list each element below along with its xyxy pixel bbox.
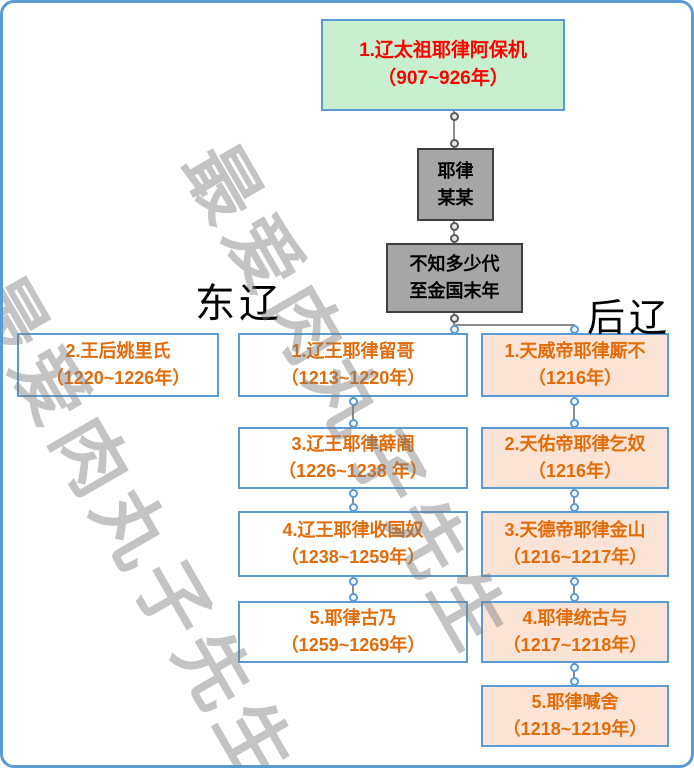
connector-node <box>570 489 579 498</box>
person-name: 某某 <box>437 187 474 208</box>
connector-node <box>349 489 358 498</box>
later-liao-box-5: 5.耶律喊舍 （1218~1219年） <box>481 685 669 747</box>
person-name: 5.耶律喊舍 <box>531 692 619 712</box>
person-name: 3.天德帝耶律金山 <box>504 520 646 540</box>
person-name: 4.耶律统古与 <box>522 608 628 628</box>
reign-years: （1259~1269年） <box>280 635 426 655</box>
person-name: 4.辽王耶律收国奴 <box>282 520 424 540</box>
connector-node <box>570 593 579 602</box>
connector-node <box>450 234 459 243</box>
person-name: 2.天佑帝耶律乞奴 <box>504 434 646 454</box>
person-name: 1.天威帝耶律厮不 <box>504 341 646 361</box>
reign-years: （1213~1220年） <box>280 368 426 388</box>
connector-line <box>453 111 455 148</box>
east-liao-label: 东辽 <box>195 281 283 326</box>
connector-line <box>453 313 455 333</box>
reign-years: （1238~1259年） <box>280 547 426 567</box>
reign-years: （1217~1218年） <box>502 635 648 655</box>
reign-years: （907~926年） <box>377 68 509 89</box>
connector-line <box>453 221 455 243</box>
connector-line <box>573 577 575 601</box>
east-liao-box-1: 1.辽王耶律留哥 （1213~1220年） <box>238 333 468 397</box>
connector-node <box>349 577 358 586</box>
later-liao-label: 后辽 <box>587 298 672 340</box>
connector-node <box>349 593 358 602</box>
note-text: 至金国末年 <box>409 281 500 301</box>
connector-line <box>573 397 575 427</box>
reign-years: （1220~1226年） <box>45 368 191 388</box>
person-name: 3.辽王耶律薛阇 <box>291 434 415 454</box>
connector-node <box>570 325 579 334</box>
reign-years: （1218~1219年） <box>502 719 648 739</box>
root-box-liao-taizu: 1.辽太祖耶律阿保机 （907~926年） <box>321 19 565 111</box>
connector-node <box>450 112 459 121</box>
connector-line <box>573 663 575 685</box>
connector-node <box>570 577 579 586</box>
connector-node <box>349 419 358 428</box>
connector-node <box>570 397 579 406</box>
person-name: 1.辽太祖耶律阿保机 <box>359 39 527 61</box>
connector-node <box>570 419 579 428</box>
person-name: 5.耶律古乃 <box>309 608 397 628</box>
person-name: 2.王后姚里氏 <box>65 341 171 361</box>
queen-yaoli-box: 2.王后姚里氏 （1220~1226年） <box>17 333 219 397</box>
connector-line <box>352 577 354 601</box>
unknown-generations-box: 不知多少代 至金国末年 <box>386 243 523 313</box>
later-liao-box-4: 4.耶律统古与 （1217~1218年） <box>481 601 669 663</box>
later-liao-box-1: 1.天威帝耶律厮不 （1216年） <box>481 333 669 397</box>
connector-line <box>453 324 575 326</box>
connector-node <box>349 397 358 406</box>
connector-node <box>570 663 579 672</box>
later-liao-box-2: 2.天佑帝耶律乞奴 （1216年） <box>481 427 669 489</box>
ancestor-box-yelu-moumou: 耶律 某某 <box>417 148 494 221</box>
person-name: 1.辽王耶律留哥 <box>291 341 415 361</box>
east-liao-box-4: 5.耶律古乃 （1259~1269年） <box>238 601 468 663</box>
connector-node <box>450 222 459 231</box>
connector-node <box>450 139 459 148</box>
connector-node <box>450 325 459 334</box>
later-liao-box-3: 3.天德帝耶律金山 （1216~1217年） <box>481 511 669 577</box>
east-liao-box-3: 4.辽王耶律收国奴 （1238~1259年） <box>238 511 468 577</box>
reign-years: （1216~1217年） <box>502 547 648 567</box>
connector-node <box>570 677 579 686</box>
connector-line <box>352 489 354 511</box>
reign-years: （1216年） <box>527 368 623 388</box>
reign-years: （1216年） <box>527 461 623 481</box>
connector-node <box>349 503 358 512</box>
person-name: 耶律 <box>437 160 474 181</box>
connector-line <box>573 489 575 511</box>
east-liao-box-2: 3.辽王耶律薛阇 （1226~1238 年） <box>238 427 468 489</box>
connector-line <box>352 397 354 427</box>
connector-node <box>450 314 459 323</box>
note-text: 不知多少代 <box>409 254 500 274</box>
reign-years: （1226~1238 年） <box>278 461 428 481</box>
connector-node <box>570 503 579 512</box>
